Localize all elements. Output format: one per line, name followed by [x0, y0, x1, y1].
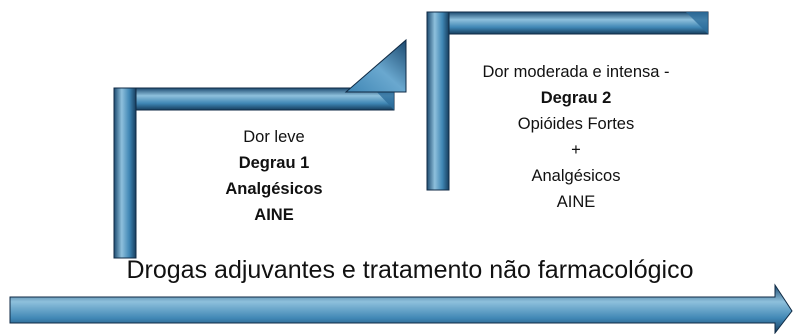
- step-2-line-3: Opióides Fortes: [517, 115, 635, 133]
- footer-label: Drogas adjuvantes e tratamento não farma…: [126, 256, 694, 284]
- step-2-text: Dor moderada e intensa - Degrau 2 Opióid…: [452, 59, 700, 215]
- bottom-arrow: [9, 283, 793, 334]
- step-2-line-5: Analgésicos: [531, 167, 621, 185]
- step-1-text: Dor leve Degrau 1 Analgésicos AINE: [194, 124, 354, 228]
- step-2-line-4: +: [571, 141, 581, 159]
- step-2-line-2: Degrau 2: [540, 89, 612, 107]
- step-2-line-1: Dor moderada e intensa -: [482, 63, 670, 81]
- connector-triangle: [344, 38, 407, 93]
- step-1-line-4: AINE: [254, 206, 294, 224]
- step-1-line-3: Analgésicos: [225, 180, 323, 198]
- step-1-line-1: Dor leve: [243, 128, 305, 146]
- step-2-line-6: AINE: [556, 193, 596, 211]
- step-2-bracket: [426, 11, 709, 191]
- step-1-bracket: [113, 87, 395, 259]
- step-1-line-2: Degrau 1: [238, 154, 310, 172]
